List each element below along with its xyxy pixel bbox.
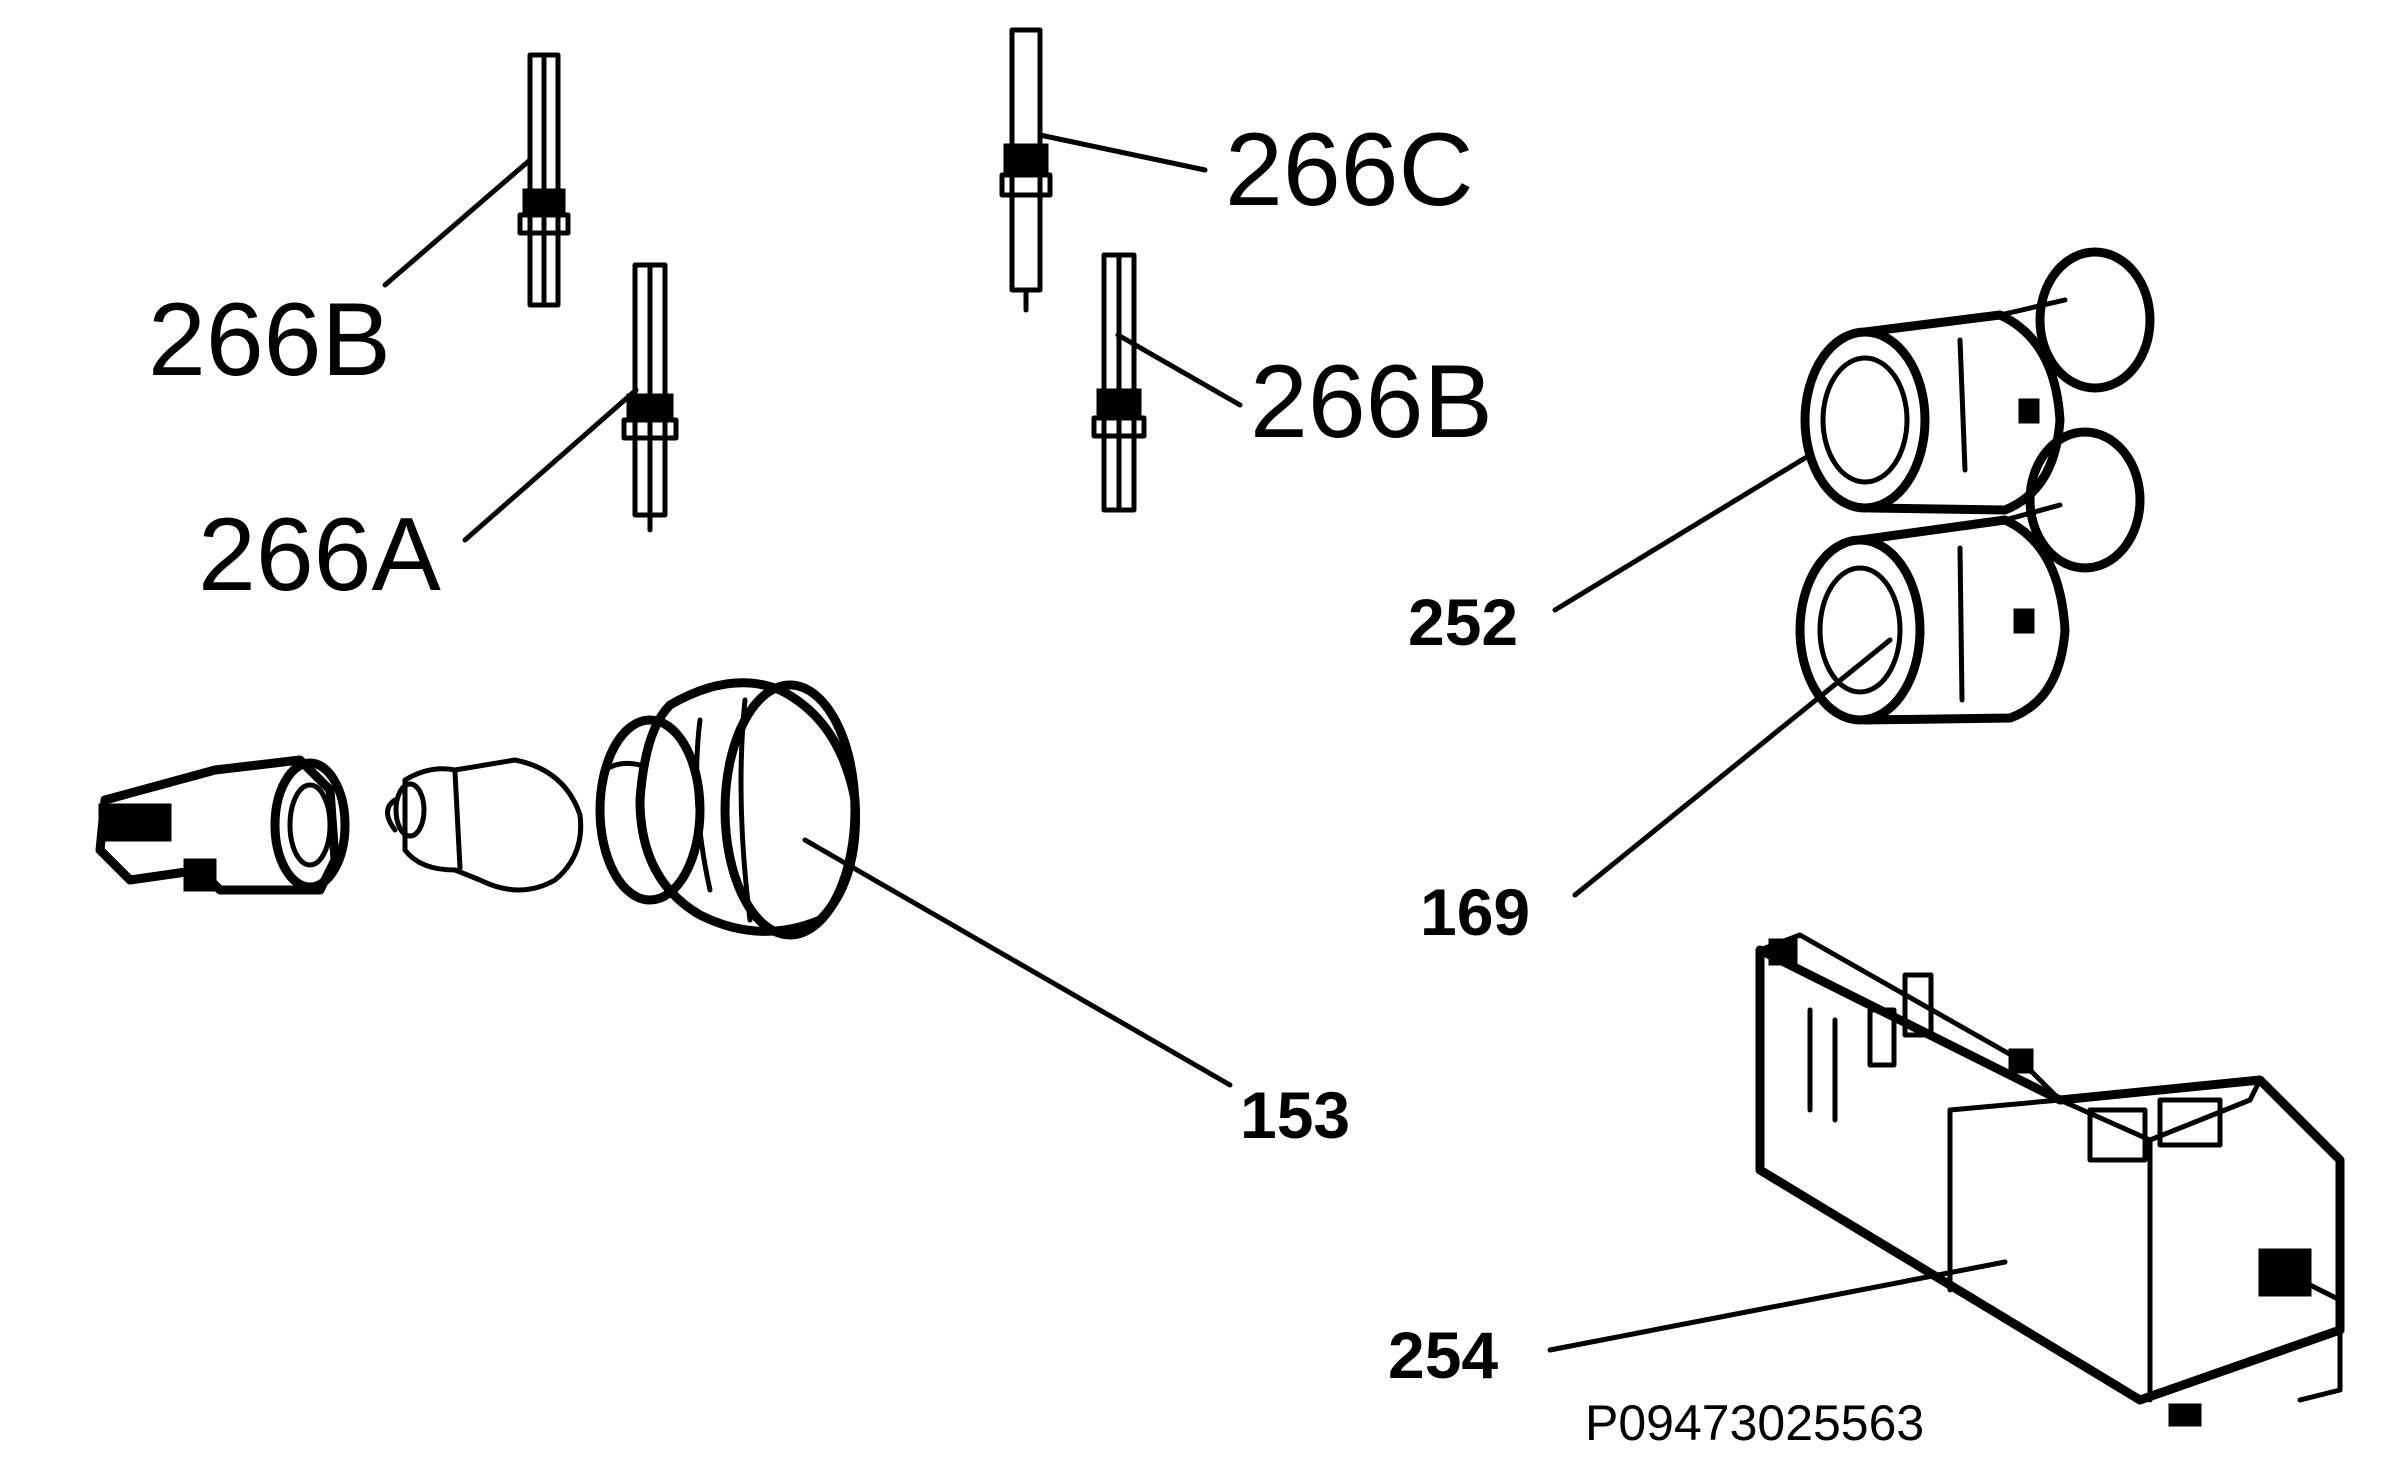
oven-lamp-assembly (95, 678, 861, 940)
label-266b-left: 266B (148, 282, 391, 398)
leader-266b-right (1115, 332, 1243, 408)
knob-assembly-upper (1800, 247, 2155, 515)
label-169: 169 (1420, 875, 1530, 949)
leader-252 (1552, 452, 1813, 613)
label-266b-right: 266B (1250, 344, 1493, 460)
reference-code: P09473025563 (1585, 1395, 1924, 1451)
label-266c: 266C (1225, 112, 1474, 228)
leader-266c (1037, 132, 1208, 173)
electrode-266c (999, 27, 1053, 313)
label-252: 252 (1408, 585, 1518, 659)
ignition-module (1755, 932, 2345, 1427)
label-153: 153 (1240, 1078, 1350, 1152)
knob-assembly-lower (1795, 427, 2145, 725)
leader-254 (1547, 1259, 2008, 1353)
electrode-266a (621, 262, 679, 533)
leader-169 (1572, 637, 1893, 898)
leader-153 (802, 837, 1233, 1088)
electrode-266b-right (1091, 252, 1147, 513)
electrode-266b-left (517, 52, 571, 308)
label-266a: 266A (198, 497, 442, 613)
label-254: 254 (1388, 1318, 1498, 1392)
leader-266a (462, 387, 639, 543)
leader-266b-left (382, 157, 533, 288)
